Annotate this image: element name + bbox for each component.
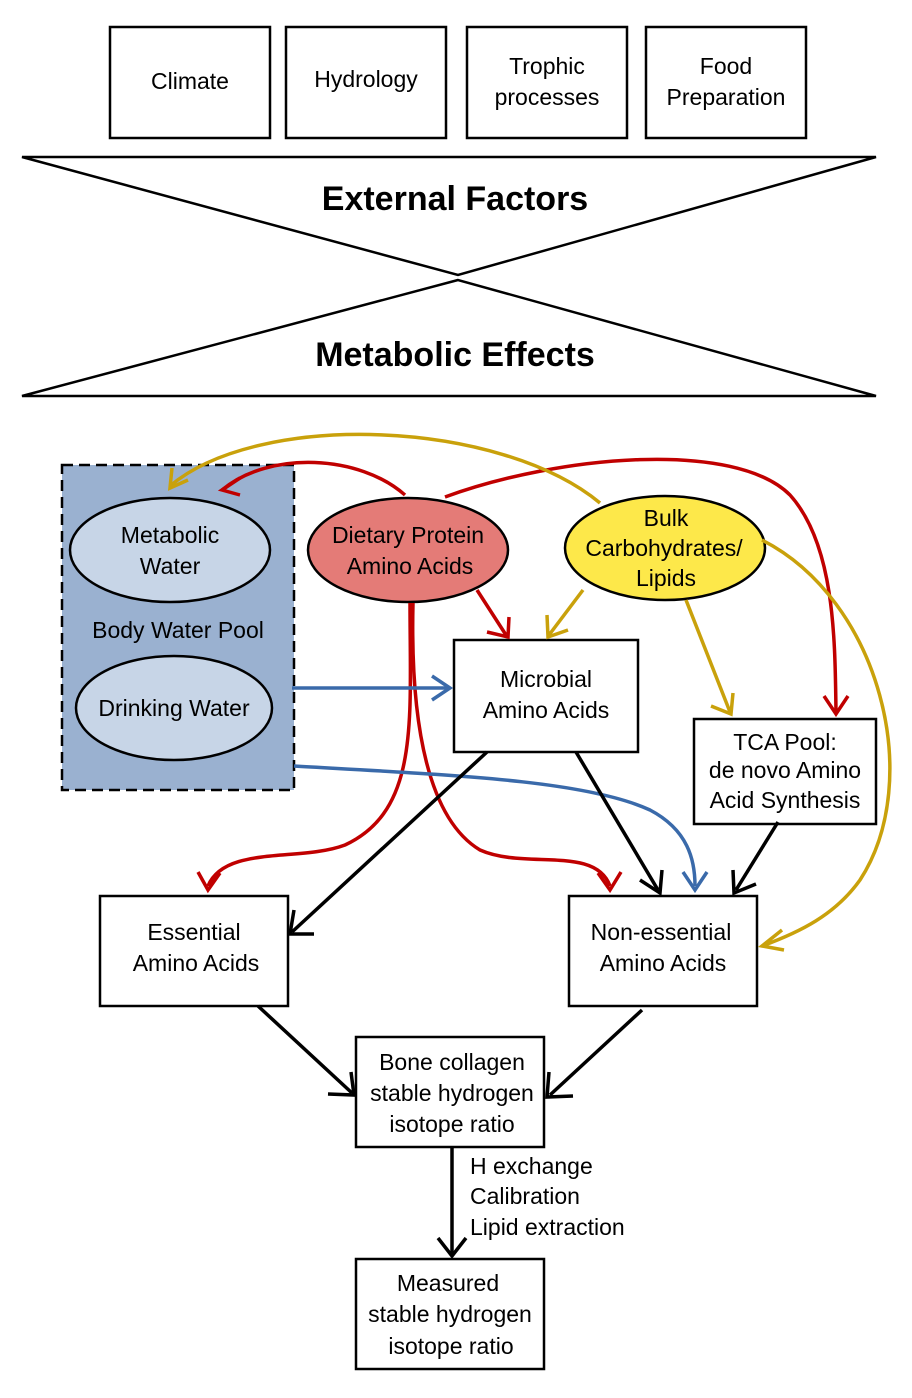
arrowhead-water-to-nonessential bbox=[681, 871, 709, 894]
note-h-exchange: H exchange bbox=[470, 1153, 593, 1179]
dietary-protein-line1: Dietary Protein bbox=[332, 522, 484, 548]
tca-line1: TCA Pool: bbox=[733, 729, 837, 755]
bulk-carbohydrates-node: Bulk Carbohydrates/ Lipids bbox=[563, 494, 767, 602]
arrow-carbs-to-tca bbox=[684, 599, 732, 713]
factor-label-hydrology: Hydrology bbox=[314, 66, 418, 92]
arrowhead-tca-to-nonessential bbox=[731, 869, 757, 896]
arrowhead-carbs-to-nonessential bbox=[757, 928, 785, 952]
essential-line2: Amino Acids bbox=[133, 950, 260, 976]
arrowhead-carbs-to-tca bbox=[710, 692, 735, 717]
arrow-carbs-to-microbial bbox=[547, 588, 585, 637]
hourglass-banner: External Factors Metabolic Effects bbox=[21, 155, 877, 398]
arrow-tca-to-nonessential bbox=[734, 821, 780, 891]
factor-box-food-preparation: Food Preparation bbox=[644, 25, 808, 140]
arrowhead-carbs-to-metabolic-water bbox=[167, 467, 189, 491]
arrowhead-protein-to-metabolic-water bbox=[217, 476, 241, 497]
drinking-water-label: Drinking Water bbox=[98, 695, 250, 721]
arrow-essential-to-collagen bbox=[256, 1004, 354, 1095]
tca-pool-node: TCA Pool: de novo Amino Acid Synthesis bbox=[692, 717, 878, 826]
arrow-microbial-to-nonessential bbox=[574, 751, 660, 891]
arrow-carbs-to-nonessential bbox=[761, 538, 892, 948]
external-factors-triangle bbox=[21, 155, 877, 277]
measured-line1: Measured bbox=[397, 1270, 499, 1296]
arrow-water-to-nonessential bbox=[293, 764, 697, 887]
nonessential-amino-acids-node: Non-essential Amino Acids bbox=[567, 894, 759, 1008]
body-water-pool-label: Body Water Pool bbox=[92, 617, 264, 643]
arrowhead-protein-to-microbial bbox=[486, 616, 511, 640]
arrowhead-microbial-to-nonessential bbox=[639, 869, 664, 897]
metabolic-water-node bbox=[68, 496, 272, 604]
arrow-protein-to-tca bbox=[444, 457, 838, 713]
dietary-protein-node: Dietary Protein Amino Acids bbox=[306, 496, 510, 604]
body-water-pool: Metabolic Water Body Water Pool Drinking… bbox=[60, 463, 296, 792]
bone-collagen-line1: Bone collagen bbox=[379, 1049, 525, 1075]
factor-label-trophic-line2: processes bbox=[495, 84, 600, 110]
metabolic-effects-triangle bbox=[21, 278, 877, 398]
arrowhead-collagen-to-measured bbox=[436, 1236, 468, 1259]
tca-line2: de novo Amino bbox=[709, 757, 861, 783]
dietary-protein-line2: Amino Acids bbox=[347, 553, 474, 579]
note-lipid-extraction: Lipid extraction bbox=[470, 1214, 625, 1240]
metabolic-water-line2: Water bbox=[140, 553, 201, 579]
essential-line1: Essential bbox=[147, 919, 240, 945]
factor-box-hydrology: Hydrology bbox=[284, 25, 448, 140]
measured-line2: stable hydrogen bbox=[368, 1301, 532, 1327]
arrow-protein-to-nonessential bbox=[410, 602, 612, 887]
arrowhead-protein-to-essential bbox=[196, 871, 222, 894]
measured-ratio-node: Measured stable hydrogen isotope ratio bbox=[354, 1257, 546, 1371]
arrowhead-nonessential-to-collagen bbox=[545, 1071, 574, 1099]
external-factors-title: External Factors bbox=[322, 180, 588, 218]
factor-box-climate: Climate bbox=[108, 25, 272, 140]
bulk-carbs-line3: Lipids bbox=[636, 565, 696, 591]
arrowhead-protein-to-nonessential bbox=[596, 871, 623, 894]
bulk-carbs-line2: Carbohydrates/ bbox=[585, 535, 743, 561]
note-calibration: Calibration bbox=[470, 1183, 580, 1209]
factor-label-food-line2: Preparation bbox=[667, 84, 786, 110]
factor-label-trophic-line1: Trophic bbox=[509, 53, 585, 79]
arrowhead-microbial-to-essential bbox=[287, 909, 314, 936]
arrow-nonessential-to-collagen bbox=[548, 1008, 644, 1097]
bone-collagen-line2: stable hydrogen bbox=[370, 1080, 534, 1106]
arrowhead-essential-to-collagen bbox=[327, 1071, 357, 1097]
factor-label-food-line1: Food bbox=[700, 53, 752, 79]
arrowhead-protein-to-tca bbox=[822, 695, 850, 718]
microbial-line1: Microbial bbox=[500, 666, 592, 692]
tca-line3: Acid Synthesis bbox=[710, 787, 861, 813]
arrow-protein-to-metabolic-water bbox=[220, 460, 407, 497]
bulk-carbs-line1: Bulk bbox=[644, 505, 689, 531]
metabolic-effects-title: Metabolic Effects bbox=[315, 336, 595, 374]
nonessential-line2: Amino Acids bbox=[600, 950, 727, 976]
bone-collagen-line3: isotope ratio bbox=[389, 1111, 514, 1137]
microbial-line2: Amino Acids bbox=[483, 697, 610, 723]
drinking-water-node bbox=[74, 654, 274, 762]
factor-box-trophic-processes: Trophic processes bbox=[465, 25, 629, 140]
essential-amino-acids-node: Essential Amino Acids bbox=[98, 894, 290, 1008]
measured-line3: isotope ratio bbox=[388, 1333, 513, 1359]
nonessential-line1: Non-essential bbox=[591, 919, 732, 945]
factor-label-climate: Climate bbox=[151, 68, 229, 94]
arrow-microbial-to-essential bbox=[290, 750, 489, 934]
metabolic-water-line1: Metabolic bbox=[121, 522, 219, 548]
arrowhead-carbs-to-microbial bbox=[545, 614, 569, 640]
arrow-protein-to-essential bbox=[206, 602, 413, 887]
arrow-protein-to-microbial bbox=[475, 589, 508, 636]
arrow-carbs-to-metabolic-water bbox=[168, 432, 602, 505]
bone-collagen-node: Bone collagen stable hydrogen isotope ra… bbox=[354, 1035, 546, 1149]
arrowhead-water-to-microbial bbox=[431, 674, 454, 702]
microbial-amino-acids-node: Microbial Amino Acids bbox=[452, 638, 640, 754]
